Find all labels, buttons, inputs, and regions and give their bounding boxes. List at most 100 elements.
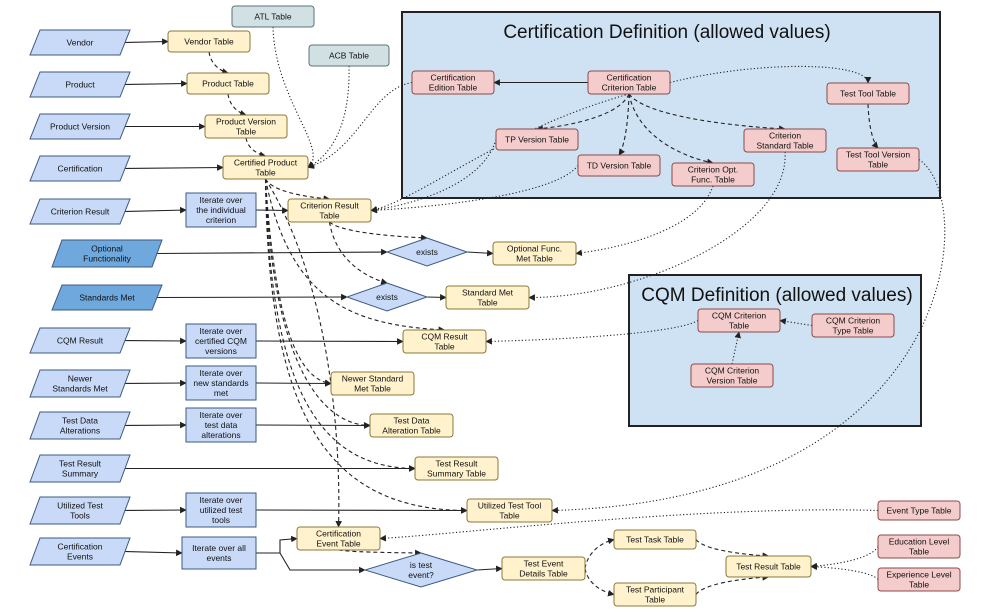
node-label: Event Table [316,539,361,549]
connector-tb-certprod-to-tb-critres [265,178,331,202]
table-shape [743,128,827,153]
node-label: exists [376,292,398,302]
node-label: Vendor Table [184,37,234,47]
node-label: Experience Level [886,570,951,580]
connector-tb-certprod-to-tb-trsum [264,178,416,472]
connector-tb-acb-to-tb-certprod [307,65,350,168]
connector-tb-certprod-to-tb-uttool [264,178,468,514]
connector-tb-product-to-tb-prodver [227,93,247,117]
node-label: exists [416,247,438,257]
connector-pr-events-to-tb-certevt [256,535,298,554]
input-shape [29,198,131,225]
node-label: criterion [206,215,237,225]
connector-in-certevents-to-pr-events [123,549,183,557]
table-shape [414,456,499,481]
connector-in-cqmres-to-pr-cqm [123,337,187,345]
node-label: CQM Result [421,332,468,342]
node-label: certified CQM [195,336,247,346]
node-label: Table [255,168,276,178]
table-shape [877,567,961,592]
table-shape [877,500,961,521]
table-shape [308,44,390,67]
input-shape [29,496,131,525]
connector-df-exp-to-tb-testres [810,563,879,580]
connector-pr-alt-to-tb-tdalt [255,422,371,429]
node-label: Product Version [50,122,110,132]
node-label: Iterate over [200,326,243,336]
process-shape [185,323,257,359]
node-label: Test Result Table [736,562,801,572]
table-shape [296,526,381,551]
node-label: Functionality [83,254,131,264]
node-label: is test [410,560,433,570]
connector-df-critn-to-df-tp [536,93,630,132]
connector-df-cqmver-to-df-cqmc [731,331,741,365]
cqm-definition-title: CQM Definition (allowed values) [641,285,912,306]
node-label: Criterion Result [51,207,110,217]
node-label: Iterate over [200,495,243,505]
node-label: alterations [201,430,240,440]
input-productver: Product Version [29,113,131,140]
connector-tb-atl-to-tb-certprod [272,26,315,168]
table-shape [671,162,755,187]
node-label: Test Tool Table [840,89,896,99]
input-shape [29,29,131,56]
node-label: Standards Met [52,384,108,394]
node-label: Optional Func. [507,244,562,254]
node-label: CQM Criterion [705,366,760,376]
connector-in-vendor-to-tb-vendor [123,38,169,45]
node-label: Tools [70,511,90,521]
table-shape [287,198,372,223]
node-label: Certification [431,73,476,83]
node-label: Standard Met [462,288,514,298]
table-shape [501,556,586,581]
connector-in-critres-to-pr-crit [123,206,187,214]
node-label: Test Participant [626,585,685,595]
table-shape [231,5,315,28]
input-cert: Certification [29,155,131,182]
input-shape [29,369,131,398]
connector-tb-vendor-to-tb-product [208,51,229,75]
node-label: Criterion Result [300,201,359,211]
input-cqmres: CQM Result [29,327,131,354]
node-label: Table [319,211,340,221]
table-shape [402,329,487,354]
connector-in-cert-to-tb-certprod [123,164,224,171]
node-label: Table [868,160,889,170]
definition-table-td: TD Version Table [577,154,661,177]
table-shape [826,82,910,105]
node-label: Events [67,552,93,562]
node-label: new standards [193,378,248,388]
node-label: met [214,388,229,398]
node-label: Edition Table [429,83,478,93]
table-shape [697,308,781,333]
input-critres: Criterion Result [29,198,131,225]
node-label: Product Table [202,79,254,89]
node-label: Newer [68,374,93,384]
node-label: Criterion Table [602,83,657,93]
connector-pr-tools-to-tb-uttool [255,507,468,514]
connector-in-tdalt-to-pr-alt [123,421,187,429]
node-label: Certification [58,542,103,552]
connector-in-product-to-tb-product [123,80,188,87]
node-label: Optional [91,244,123,254]
node-label: utilized test [200,505,243,515]
connector-tb-tedet-to-tb-partic [584,568,615,597]
connector-tb-prodver-to-tb-certprod [245,137,267,158]
node-label: Event Type Table [887,506,952,516]
